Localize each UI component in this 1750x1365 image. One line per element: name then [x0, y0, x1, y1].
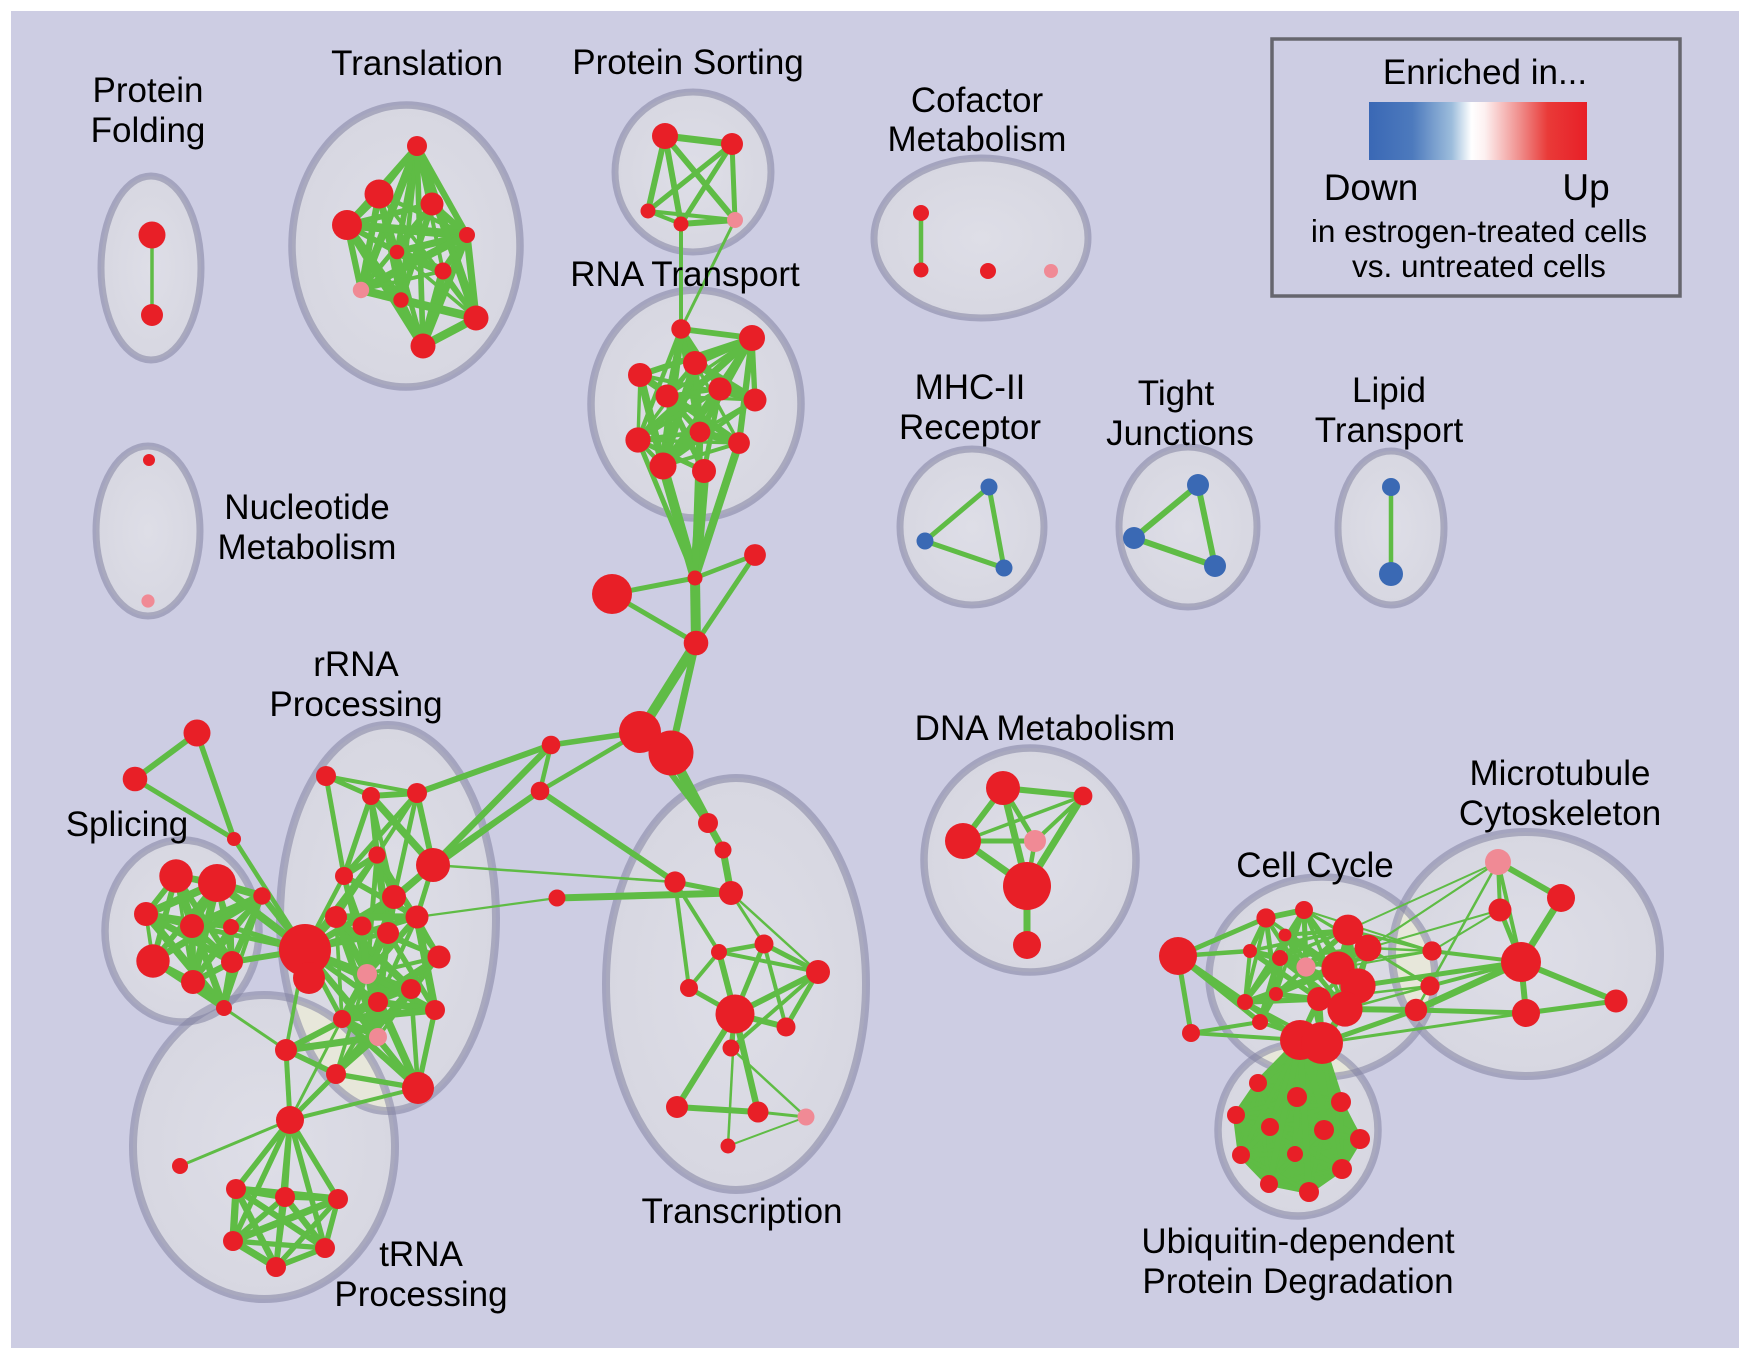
svg-text:MHC-II: MHC-II: [915, 368, 1026, 407]
svg-text:Nucleotide: Nucleotide: [224, 488, 389, 527]
svg-text:Down: Down: [1324, 167, 1419, 208]
svg-text:DNA Metabolism: DNA Metabolism: [915, 709, 1176, 748]
svg-text:rRNA: rRNA: [313, 645, 399, 684]
svg-text:Cofactor: Cofactor: [911, 81, 1044, 120]
svg-text:Protein Sorting: Protein Sorting: [572, 43, 804, 82]
svg-text:Cell Cycle: Cell Cycle: [1236, 846, 1394, 885]
svg-text:RNA Transport: RNA Transport: [570, 255, 800, 294]
svg-text:Transport: Transport: [1315, 411, 1464, 450]
svg-text:in estrogen-treated cells: in estrogen-treated cells: [1311, 213, 1647, 249]
svg-text:Lipid: Lipid: [1352, 371, 1426, 410]
svg-text:Protein: Protein: [93, 71, 204, 110]
svg-text:Enriched in...: Enriched in...: [1383, 53, 1587, 92]
svg-text:Processing: Processing: [269, 685, 442, 724]
svg-text:vs. untreated cells: vs. untreated cells: [1352, 248, 1606, 284]
svg-text:Metabolism: Metabolism: [218, 528, 397, 567]
svg-text:Metabolism: Metabolism: [888, 120, 1067, 159]
svg-text:Transcription: Transcription: [642, 1192, 843, 1231]
svg-text:Translation: Translation: [331, 44, 503, 83]
svg-text:Ubiquitin-dependent: Ubiquitin-dependent: [1141, 1222, 1455, 1261]
svg-text:Microtubule: Microtubule: [1470, 754, 1651, 793]
svg-text:Up: Up: [1562, 167, 1609, 208]
svg-text:Splicing: Splicing: [66, 805, 189, 844]
svg-text:Cytoskeleton: Cytoskeleton: [1459, 794, 1661, 833]
svg-text:Folding: Folding: [91, 111, 206, 150]
svg-text:Tight: Tight: [1138, 374, 1215, 413]
svg-text:Protein Degradation: Protein Degradation: [1142, 1262, 1453, 1301]
svg-text:tRNA: tRNA: [379, 1235, 463, 1274]
svg-text:Receptor: Receptor: [899, 408, 1041, 447]
svg-text:Processing: Processing: [334, 1275, 507, 1314]
svg-text:Junctions: Junctions: [1106, 414, 1254, 453]
